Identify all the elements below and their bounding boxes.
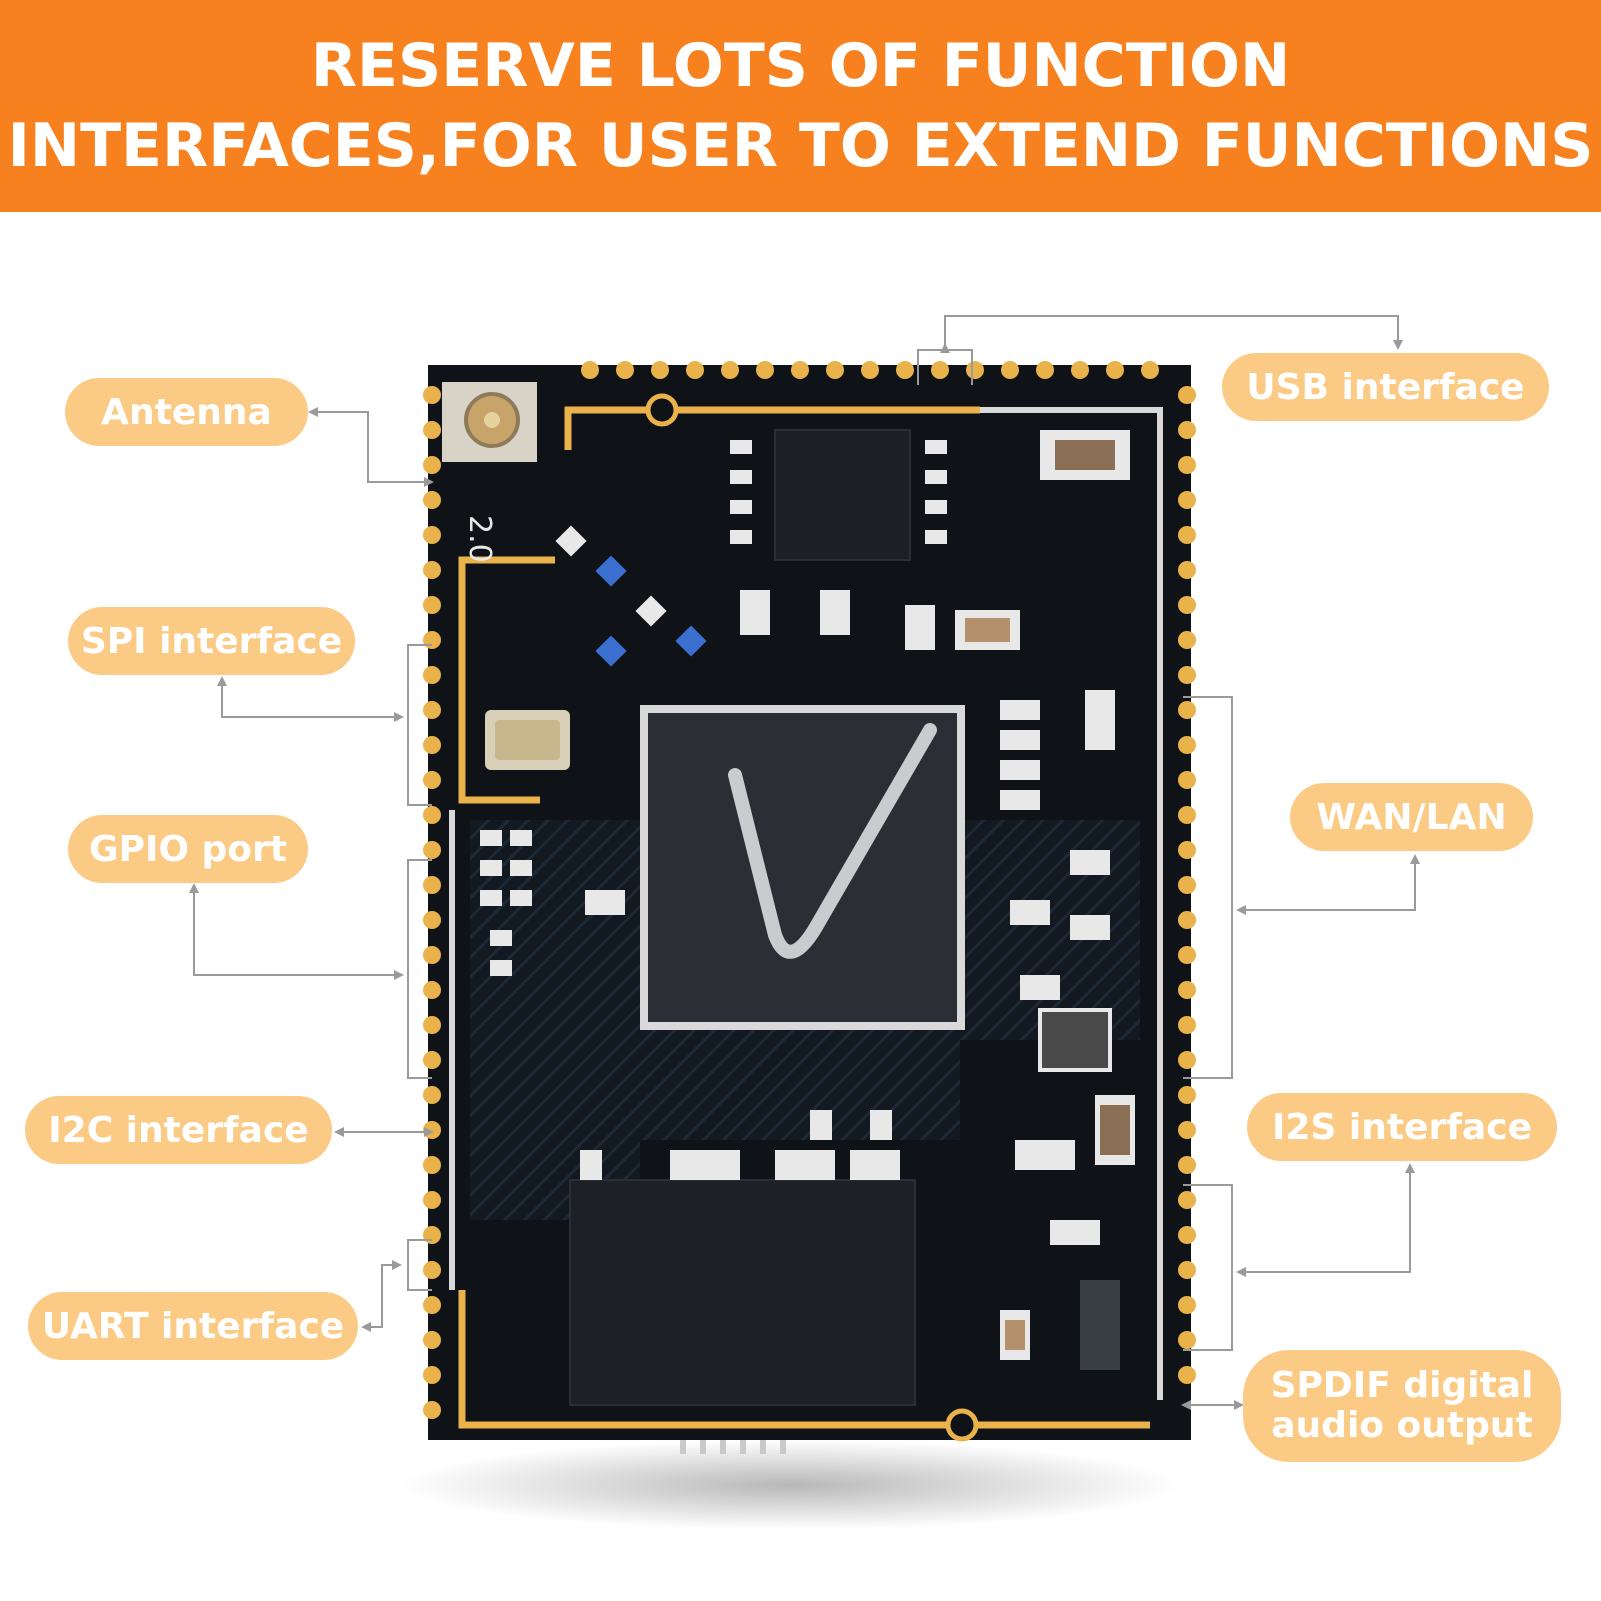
label-antenna: Antenna bbox=[65, 378, 308, 446]
label-spi-interface: SPI interface bbox=[68, 607, 355, 675]
connector-lines bbox=[193, 315, 1416, 1406]
passive-components bbox=[480, 430, 1135, 1370]
antenna-connector bbox=[442, 382, 537, 462]
usb-connector-line bbox=[944, 315, 1399, 347]
uart-connector-line bbox=[365, 1264, 398, 1328]
ram-chip bbox=[569, 1179, 916, 1406]
label-spdif-line-2: audio output bbox=[1271, 1405, 1533, 1446]
pcb-board: 2.0 bbox=[423, 361, 1196, 1454]
board-shadow bbox=[400, 1440, 1180, 1530]
right-pads bbox=[1178, 386, 1196, 1384]
i2s-connector-line bbox=[1240, 1167, 1411, 1273]
header-banner: RESERVE LOTS OF FUNCTION INTERFACES,FOR … bbox=[0, 0, 1601, 212]
label-usb-interface: USB interface bbox=[1222, 353, 1549, 421]
gpio-connector-line bbox=[193, 887, 400, 976]
label-i2s-interface: I2S interface bbox=[1247, 1093, 1557, 1161]
banner-title-line-2: INTERFACES,FOR USER TO EXTEND FUNCTIONS bbox=[7, 111, 1594, 181]
connector-arrowheads bbox=[189, 340, 1420, 1410]
label-spdif-line-1: SPDIF digital bbox=[1270, 1365, 1534, 1406]
left-pads bbox=[423, 386, 441, 1419]
label-uart-interface: UART interface bbox=[28, 1292, 358, 1360]
label-spdif-output: SPDIF digital audio output bbox=[1243, 1350, 1561, 1462]
board-marking: 2.0 bbox=[462, 515, 497, 563]
label-gpio-port: GPIO port bbox=[68, 815, 308, 883]
spi-connector-line bbox=[221, 680, 400, 718]
label-i2c-interface: I2C interface bbox=[25, 1096, 332, 1164]
antenna-connector-line bbox=[312, 411, 430, 483]
top-pads bbox=[581, 361, 1159, 379]
label-wan-lan: WAN/LAN bbox=[1290, 783, 1533, 851]
banner-title-line-1: RESERVE LOTS OF FUNCTION bbox=[310, 31, 1291, 101]
wan-lan-connector-line bbox=[1240, 858, 1416, 911]
flash-chip bbox=[774, 429, 911, 561]
